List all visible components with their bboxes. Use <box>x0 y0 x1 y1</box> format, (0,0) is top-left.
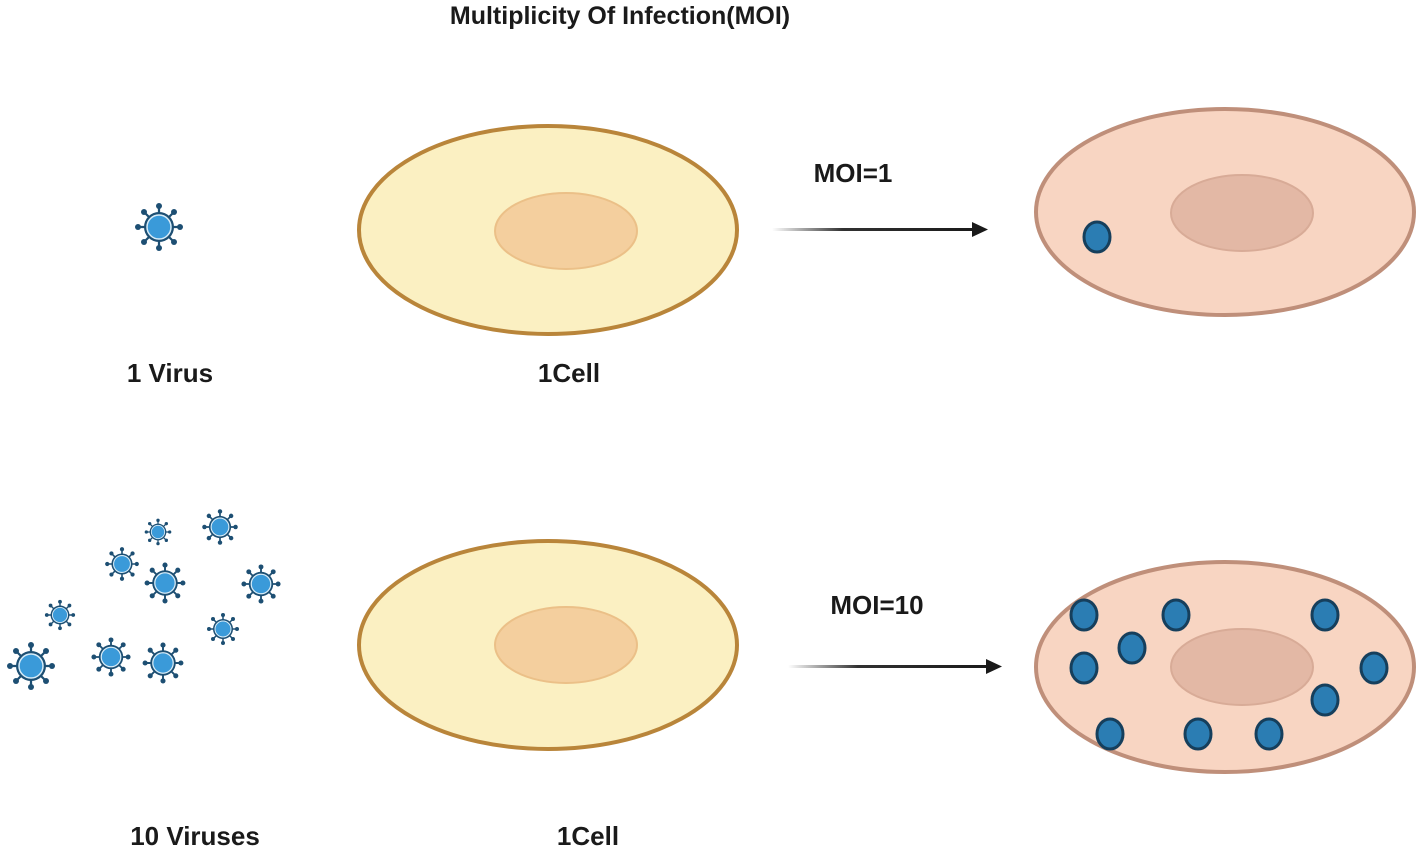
virus-icon <box>240 563 282 605</box>
virus-particle <box>1082 220 1112 254</box>
virus-group-row-1 <box>133 201 185 253</box>
cell-label-row-1: 1Cell <box>538 358 600 388</box>
virus-icon <box>5 640 57 692</box>
virus-particle <box>1254 717 1284 751</box>
virus-particle <box>1310 598 1340 632</box>
virus-particle <box>1069 651 1099 685</box>
virus-icon <box>44 599 76 631</box>
nucleus <box>494 192 638 270</box>
nucleus <box>1170 174 1314 252</box>
cell-label-row-2: 1Cell <box>557 821 619 847</box>
infected-cell-row-2 <box>1034 560 1416 774</box>
virus-icon <box>90 636 132 678</box>
virus-icon <box>104 546 140 582</box>
moi-label-row-1: MOI=1 <box>814 158 893 188</box>
virus-particle <box>1095 717 1125 751</box>
virus-particle <box>1310 683 1340 717</box>
row-1: 1 Virus 1Cell MOI=1 <box>127 107 1416 388</box>
virus-particle <box>1069 598 1099 632</box>
moi-label-row-2: MOI=10 <box>830 590 923 620</box>
virus-icon <box>143 561 187 605</box>
virus-group-row-2 <box>5 508 282 692</box>
virus-particle <box>1359 651 1389 685</box>
virus-particle <box>1117 631 1147 665</box>
virus-icon <box>133 201 185 253</box>
row-2: 10 Viruses 1Cell MOI=10 <box>5 508 1416 847</box>
virus-icon <box>201 508 239 546</box>
diagram-title: Multiplicity Of Infection(MOI) <box>450 2 790 30</box>
arrow-row-2 <box>788 659 1002 674</box>
virus-particle <box>1183 717 1213 751</box>
infected-cell-row-1 <box>1034 107 1416 317</box>
healthy-cell-row-2 <box>357 539 739 751</box>
virus-label-row-2: 10 Viruses <box>130 821 260 847</box>
virus-label-row-1: 1 Virus <box>127 358 213 388</box>
virus-icon <box>144 518 172 546</box>
arrow-row-1 <box>772 222 988 237</box>
nucleus <box>1170 628 1314 706</box>
nucleus <box>494 606 638 684</box>
virus-icon <box>206 612 240 646</box>
virus-particle <box>1161 598 1191 632</box>
healthy-cell-row-1 <box>357 124 739 336</box>
virus-icon <box>141 641 185 685</box>
